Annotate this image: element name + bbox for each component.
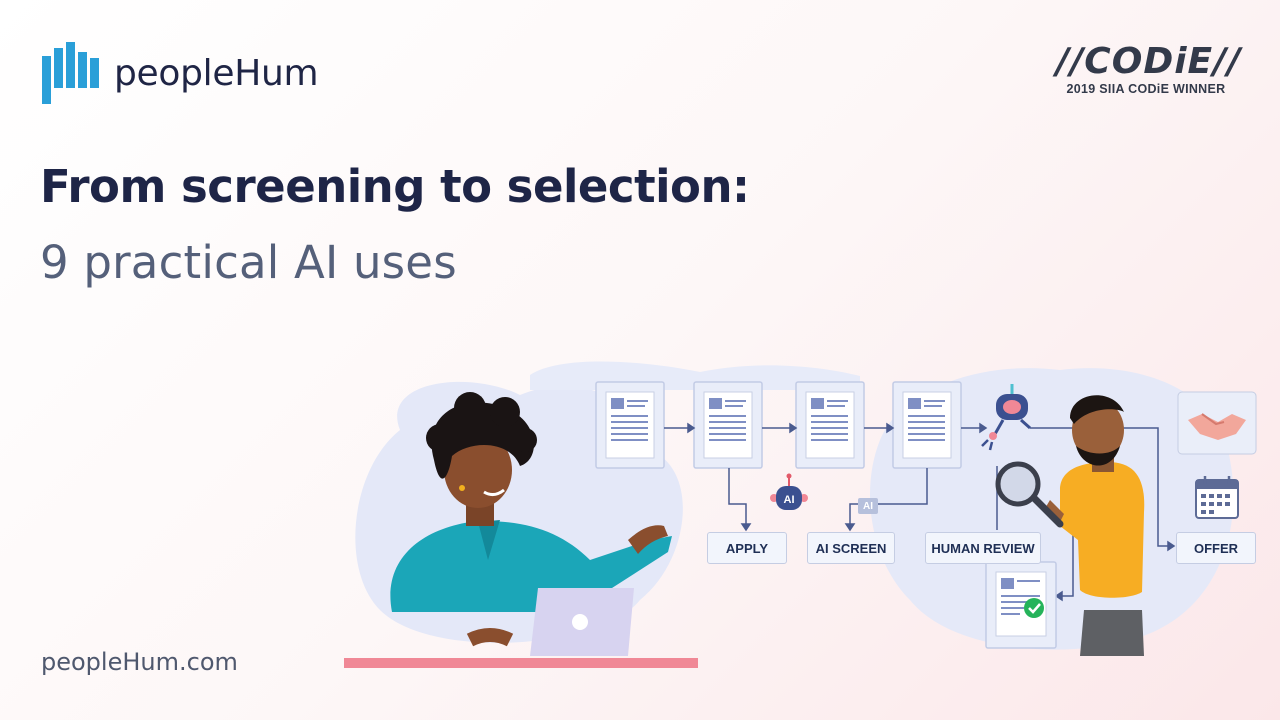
page-title: From screening to selection:: [40, 160, 750, 213]
handshake-icon: [1177, 391, 1257, 455]
background-circle: [376, 470, 408, 506]
document-card: [595, 381, 665, 469]
award-subtitle: 2019 SIIA CODiE WINNER: [1066, 82, 1226, 96]
magnifier-icon: [995, 461, 1041, 507]
stage-offer: OFFER: [1176, 532, 1256, 564]
document-card: [795, 381, 865, 469]
checkmark-icon: [1024, 598, 1044, 618]
desk-surface: [344, 658, 698, 668]
website-url[interactable]: peopleHum.com: [41, 648, 238, 676]
logo-bars-icon: [42, 42, 99, 104]
page-subtitle: 9 practical AI uses: [40, 236, 457, 289]
brand-name: peopleHum: [114, 52, 319, 94]
ai-robot-icon: AI: [770, 473, 808, 510]
calendar-icon: [1195, 476, 1239, 519]
codie-award-badge: //CODiE// 2019 SIIA CODiE WINNER: [1056, 41, 1242, 97]
brain-robot-icon: [981, 384, 1031, 451]
stage-human-review: HUMAN REVIEW: [925, 532, 1041, 564]
ai-tag: AI: [858, 498, 878, 514]
approved-document: [985, 561, 1057, 649]
document-card: [693, 381, 763, 469]
man-figure: [995, 395, 1145, 656]
stage-ai-screen: AI SCREEN: [807, 532, 895, 564]
document-card: [892, 381, 962, 469]
award-title: //CODiE//: [1056, 41, 1242, 82]
robot-ai-label: AI: [784, 494, 795, 506]
woman-figure: [390, 392, 672, 656]
brand-logo: peopleHum: [42, 42, 319, 104]
stage-apply: APPLY: [707, 532, 787, 564]
